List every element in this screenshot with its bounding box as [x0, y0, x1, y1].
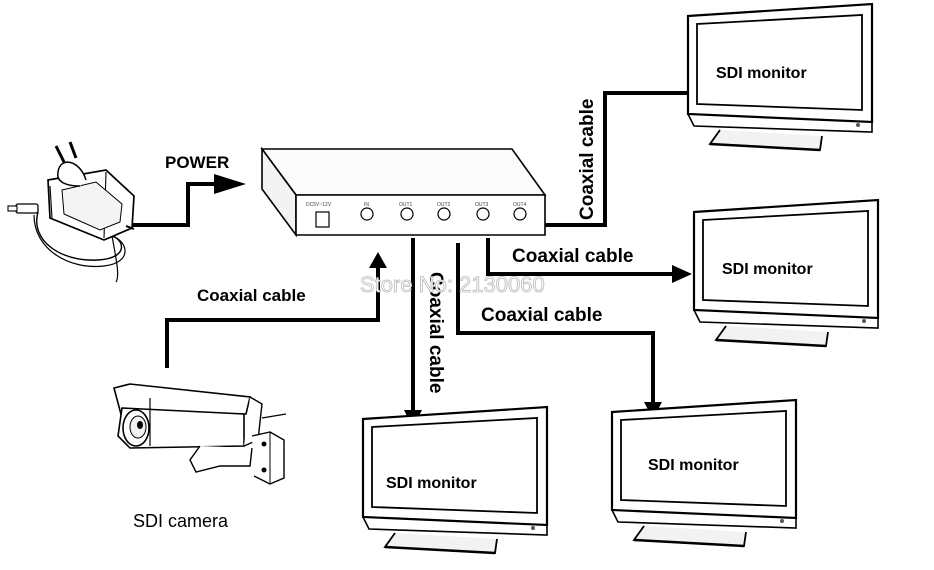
- power-cable: [130, 182, 218, 227]
- store-watermark: Store No: 2130060: [360, 272, 545, 297]
- sdi-camera-label: SDI camera: [133, 511, 229, 531]
- coax-label-camera: Coaxial cable: [197, 286, 306, 305]
- port-label-out4: OUT4: [513, 202, 527, 208]
- coax-cable-out4: [543, 91, 698, 227]
- port-out3: [476, 207, 490, 221]
- port-label-out1: OUT1: [399, 202, 413, 208]
- sdi-splitter: DC5V~12V IN OUT1 OUT2 OUT3 OUT4: [260, 146, 547, 238]
- port-out4: [513, 207, 527, 221]
- coax-label-out1: Coaxial cable: [425, 272, 446, 393]
- coax-cable-out3: [486, 238, 675, 276]
- arrow-out3: [672, 265, 692, 283]
- port-label-out3: OUT3: [475, 202, 489, 208]
- sdi-monitor-3-label: SDI monitor: [386, 475, 477, 492]
- coax-cable-out2: [456, 243, 655, 406]
- arrow-power: [214, 174, 246, 194]
- coax-label-out4: Coaxial cable: [577, 99, 598, 220]
- sdi-monitor-4-label: SDI monitor: [648, 457, 739, 474]
- coax-label-out3: Coaxial cable: [512, 246, 633, 267]
- port-label-in: IN: [364, 202, 369, 208]
- port-in: [360, 207, 374, 221]
- sdi-monitor-2-label: SDI monitor: [722, 261, 813, 278]
- port-out2: [437, 207, 451, 221]
- cable-lines: [130, 91, 698, 416]
- cable-arrowheads: [214, 84, 714, 428]
- coax-cable-camera: [165, 268, 380, 368]
- power-label: POWER: [165, 153, 229, 172]
- port-label-out2: OUT2: [437, 202, 451, 208]
- sdi-monitor-1-label: SDI monitor: [716, 65, 807, 82]
- coax-label-out2: Coaxial cable: [481, 305, 602, 326]
- port-label-dc: DC5V~12V: [306, 202, 332, 208]
- dc-jack: [315, 211, 330, 228]
- arrow-camera-in: [369, 252, 387, 268]
- port-out1: [400, 207, 414, 221]
- sdi-camera-icon: [113, 383, 287, 485]
- power-adapter-icon: [7, 141, 135, 283]
